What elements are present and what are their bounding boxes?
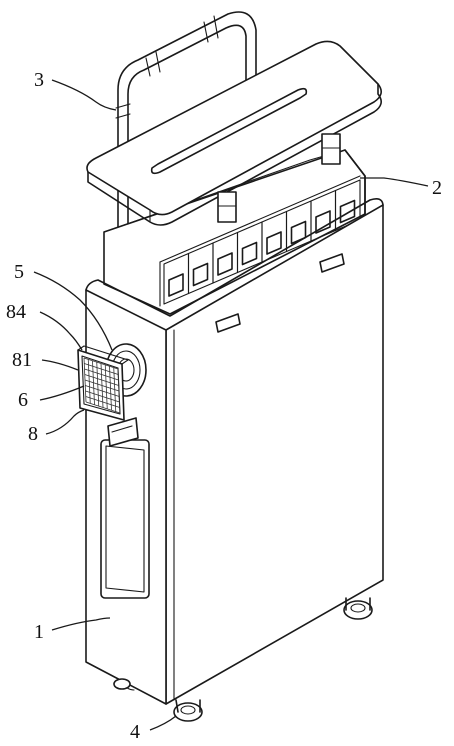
mesh-line <box>84 374 119 386</box>
casters <box>113 597 373 722</box>
drawer-handle <box>192 262 209 287</box>
drawer-handle <box>168 273 184 297</box>
label-2: 2 <box>432 177 442 199</box>
drawer-handle <box>241 241 258 266</box>
label-1: 1 <box>34 621 44 643</box>
drawer-handle <box>266 231 282 255</box>
mesh-line <box>84 363 119 375</box>
label-5: 5 <box>14 261 24 283</box>
drawer-row <box>163 179 361 305</box>
leader-lines <box>33 79 429 731</box>
drawer-handle <box>315 210 331 234</box>
label-4: 4 <box>130 721 140 743</box>
mesh-line <box>85 401 121 414</box>
label-6: 6 <box>18 389 28 411</box>
top-tray <box>86 40 382 226</box>
drawer-handle <box>217 252 233 276</box>
filter-module <box>77 343 147 447</box>
label-8: 8 <box>28 423 38 445</box>
mesh-line <box>84 368 119 381</box>
mesh-line <box>85 396 120 408</box>
callout-labels: 3 2 5 84 81 6 8 1 4 <box>6 69 442 743</box>
label-3: 3 <box>34 69 44 91</box>
mesh-line <box>85 385 120 397</box>
mesh-line <box>84 379 120 392</box>
label-81: 81 <box>12 349 32 371</box>
mesh-line <box>83 357 119 370</box>
mesh-line <box>85 390 120 403</box>
filter-mesh <box>83 357 121 414</box>
label-84: 84 <box>6 301 26 323</box>
telescopic-handle <box>115 11 257 233</box>
